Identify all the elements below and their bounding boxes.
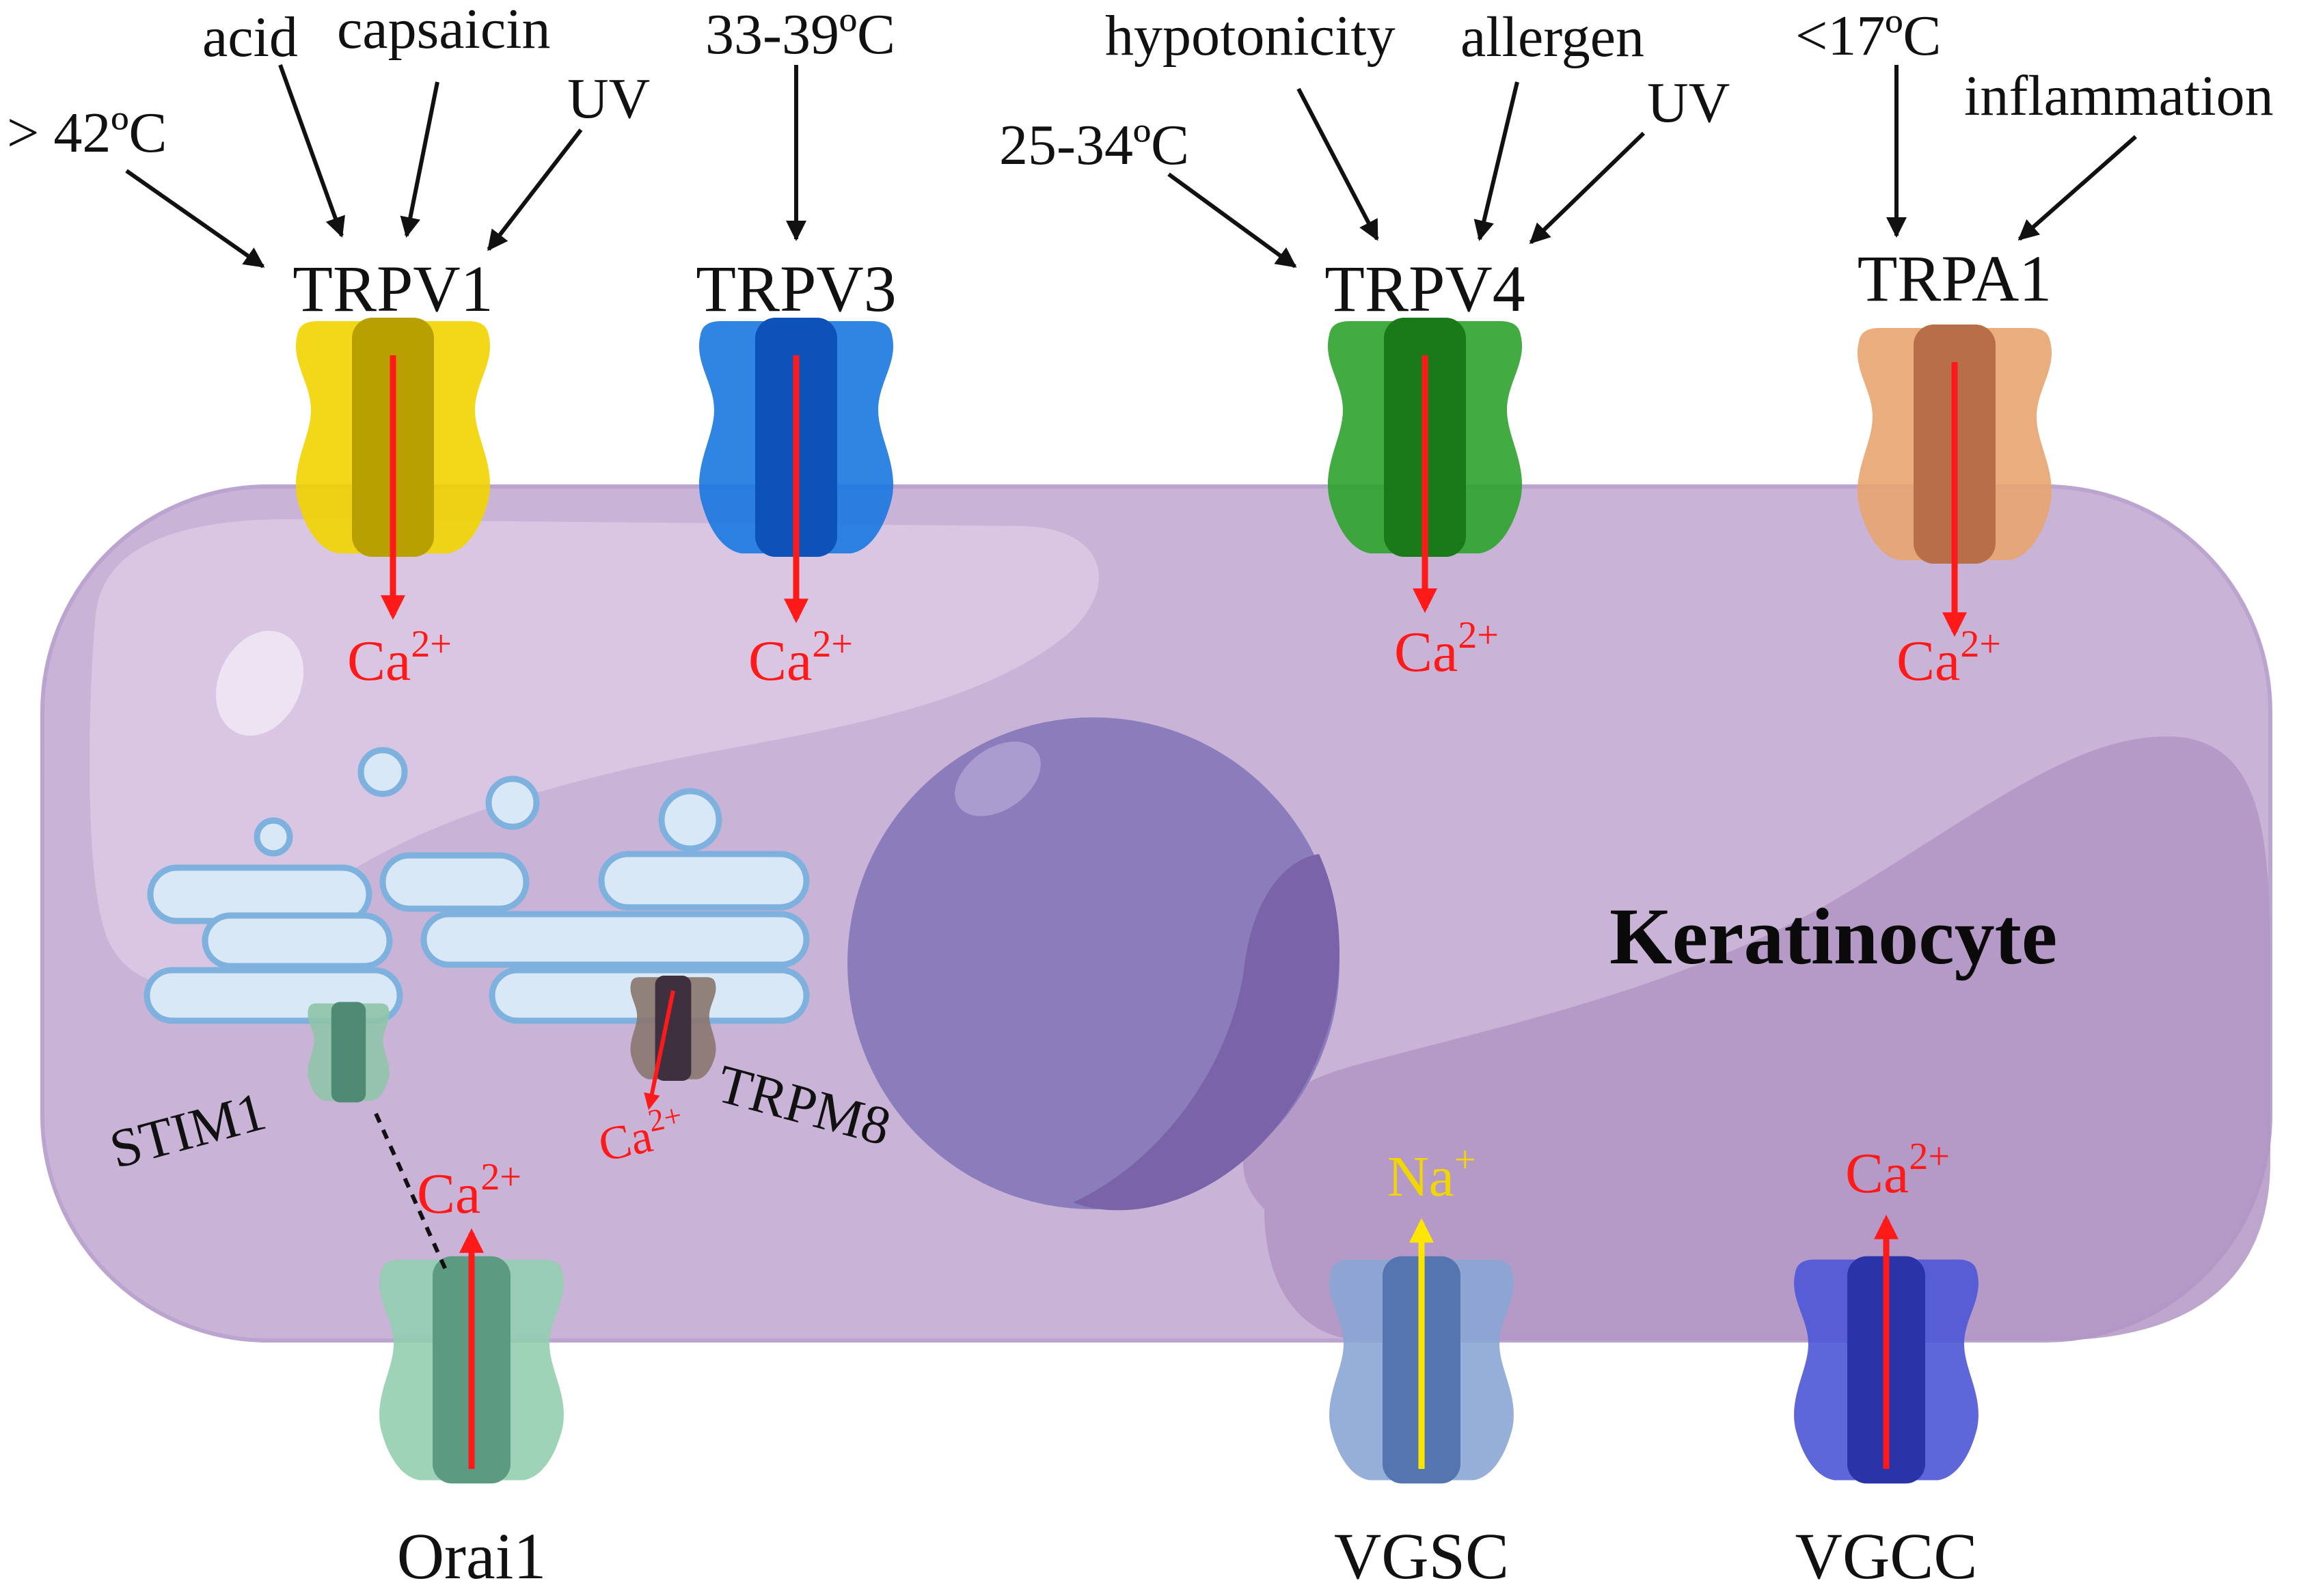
trpv3-label: TRPV3	[696, 252, 896, 325]
trpv4-stimulus-uv: UV	[1647, 71, 1730, 135]
trpa1-ion-label: Ca2+	[1896, 623, 2001, 693]
ion-arrows	[381, 355, 1967, 1469]
vgcc-ion-label: Ca2+	[1845, 1136, 1950, 1205]
vgcc-label: VGCC	[1795, 1519, 1978, 1593]
channel-labels: TRPV1 TRPV3 TRPV4 TRPA1 Orai1 VGSC VGCC …	[104, 242, 2052, 1593]
trpm8-ion-label: Ca2+	[593, 1097, 690, 1172]
orai1-label: Orai1	[397, 1519, 547, 1593]
trpv1-stimulus-acid: acid	[202, 5, 298, 69]
orai1-ion-label: Ca2+	[417, 1156, 521, 1226]
trpa1-label: TRPA1	[1858, 242, 2052, 315]
trpv3-stimulus-warm: 33-39ºC	[705, 3, 895, 66]
cell-name-label: Keratinocyte	[1609, 892, 2057, 981]
vgsc-label: VGSC	[1334, 1519, 1509, 1593]
trpv1-stimulus-heat: > 42ºC	[7, 101, 167, 165]
trpv1-ion-label: Ca2+	[347, 623, 452, 693]
stim1-orai1-link	[374, 1112, 450, 1276]
stim1-channel	[308, 1002, 390, 1103]
trpm8-channel	[630, 976, 716, 1081]
trpm8-ca-arrow	[644, 990, 675, 1110]
stimulus-labels: > 42ºC acid capsaicin UV 33-39ºC 25-34ºC…	[7, 0, 2274, 177]
nucleus	[847, 717, 1339, 1211]
trpv1-stimulus-capsaicin: capsaicin	[337, 0, 551, 61]
trpv4-stimulus-temp: 25-34ºC	[999, 113, 1189, 177]
trpv4-label: TRPV4	[1324, 252, 1525, 325]
trpv1-stimulus-uv: UV	[567, 67, 650, 130]
trpa1-stimulus-cold: <17ºC	[1795, 4, 1941, 68]
trpv1-label: TRPV1	[293, 252, 493, 325]
stimulus-arrows	[125, 64, 2137, 269]
trpv3-ion-label: Ca2+	[748, 623, 853, 693]
trpv4-ion-label: Ca2+	[1394, 614, 1499, 684]
trpa1-stimulus-inflammation: inflammation	[1964, 64, 2274, 128]
vgsc-ion-label: Na+	[1387, 1139, 1476, 1209]
trpv4-stimulus-allergen: allergen	[1460, 5, 1644, 69]
ion-labels: Ca2+ Ca2+ Ca2+ Ca2+ Ca2+ Ca2+ Na+ Ca2+	[347, 614, 2001, 1226]
trpv4-stimulus-hypotonicity: hypotonicity	[1105, 4, 1396, 68]
